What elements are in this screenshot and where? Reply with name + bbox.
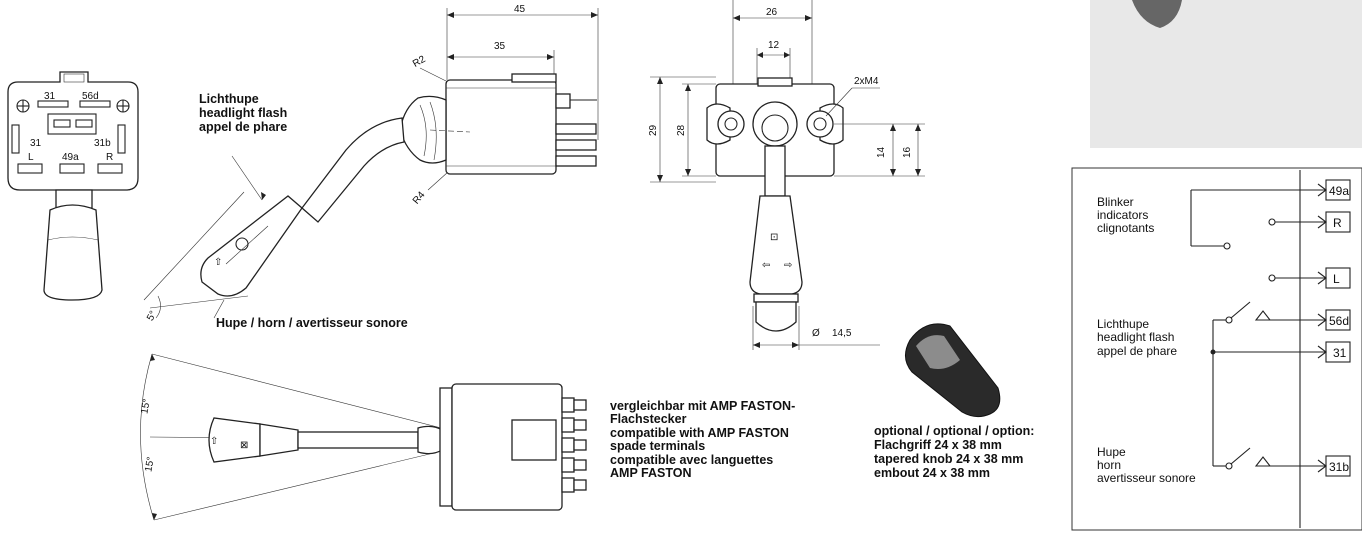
- terminal-note-1: vergleichbar mit AMP FASTON-: [610, 399, 795, 413]
- lever-symbol-icon: ⊠: [240, 440, 248, 451]
- terminal-L: L: [1333, 272, 1340, 286]
- horn-label-de: Hupe: [1097, 445, 1126, 459]
- terminal-note-6: AMP FASTON: [610, 466, 692, 480]
- dim-45: 45: [514, 4, 526, 15]
- wiring-schematic: 49a R L 56d 31 31b: [1071, 167, 1362, 531]
- dim-2xm4: 2xM4: [854, 76, 879, 87]
- pin-label-31: 31: [44, 91, 56, 102]
- pin-label-31b: 31b: [94, 138, 111, 149]
- angle-down: 15°: [143, 456, 156, 473]
- flash-label-en: headlight flash: [199, 106, 287, 120]
- connector-face-view: 31 56d 31 31b L 49a R: [7, 71, 139, 301]
- blinker-label-en: indicators: [1097, 208, 1148, 222]
- blinker-label-fr: clignotants: [1097, 221, 1154, 235]
- dim-35: 35: [494, 41, 506, 52]
- blinker-label-de: Blinker: [1097, 195, 1134, 209]
- side-view: 45 35 R2 R4 ⇧ 5°: [143, 4, 599, 330]
- dim-diameter: 14,5: [832, 328, 852, 339]
- arrow-icon: ⇧: [210, 436, 218, 447]
- top-view: 15° 15° ⇧ ⊠ vergleichbar mit AMP FASTON-…: [139, 353, 795, 521]
- front-view: 26 12 2xM4 29 28 14: [648, 0, 925, 350]
- option-line-2: Flachgriff 24 x 38 mm: [874, 438, 1002, 452]
- terminal-31: 31: [1333, 346, 1347, 360]
- option-line-3: tapered knob 24 x 38 mm: [874, 452, 1023, 466]
- horn-label-en: horn: [1097, 458, 1121, 472]
- dim-r4: R4: [411, 189, 428, 206]
- product-photo: [1090, 0, 1362, 148]
- horn-label: Hupe / horn / avertisseur sonore: [216, 316, 408, 330]
- terminal-31b: 31b: [1329, 460, 1349, 474]
- pin-label-56d: 56d: [82, 91, 99, 102]
- terminal-note-3: compatible with AMP FASTON: [610, 426, 789, 440]
- angle-up: 15°: [139, 398, 152, 415]
- arrow-icon: ⇨: [784, 260, 792, 271]
- dim-26: 26: [766, 7, 778, 18]
- arrow-icon: ⇦: [762, 260, 770, 271]
- terminal-R: R: [1333, 216, 1342, 230]
- screw-icon: [16, 99, 30, 113]
- pin-label-49a: 49a: [62, 152, 79, 163]
- dim-14: 14: [876, 146, 887, 158]
- terminal-56d: 56d: [1329, 314, 1349, 328]
- dim-r2: R2: [411, 54, 428, 70]
- pin-label-31-left: 31: [30, 138, 42, 149]
- terminal-note-2: Flachstecker: [610, 412, 687, 426]
- terminal-note-5: compatible avec languettes: [610, 453, 773, 467]
- dim-28: 28: [676, 124, 687, 136]
- diameter-icon: Ø: [812, 328, 820, 339]
- flash-label-en: headlight flash: [1097, 330, 1174, 344]
- dim-29: 29: [648, 124, 659, 136]
- flash-label-fr: appel de phare: [1097, 344, 1177, 358]
- flash-label-de: Lichthupe: [199, 92, 259, 106]
- option-line-4: embout 24 x 38 mm: [874, 466, 990, 480]
- screw-icon: [116, 99, 130, 113]
- flash-label-de: Lichthupe: [1097, 317, 1149, 331]
- pin-label-R: R: [106, 152, 113, 163]
- terminal-49a: 49a: [1329, 184, 1349, 198]
- dim-16: 16: [902, 146, 913, 158]
- dim-5-deg: 5°: [145, 309, 159, 323]
- flash-label-fr: appel de phare: [199, 120, 287, 134]
- arrow-icon: ⇧: [214, 257, 222, 268]
- option-line-1: optional / optional / option:: [874, 424, 1034, 438]
- pin-label-L: L: [28, 152, 34, 163]
- terminal-note-4: spade terminals: [610, 439, 705, 453]
- lever-symbol-icon: ⊡: [770, 232, 778, 243]
- optional-knob: optional / optional / option: Flachgriff…: [874, 323, 1034, 480]
- horn-label-fr: avertisseur sonore: [1097, 471, 1196, 485]
- dim-12: 12: [768, 40, 780, 51]
